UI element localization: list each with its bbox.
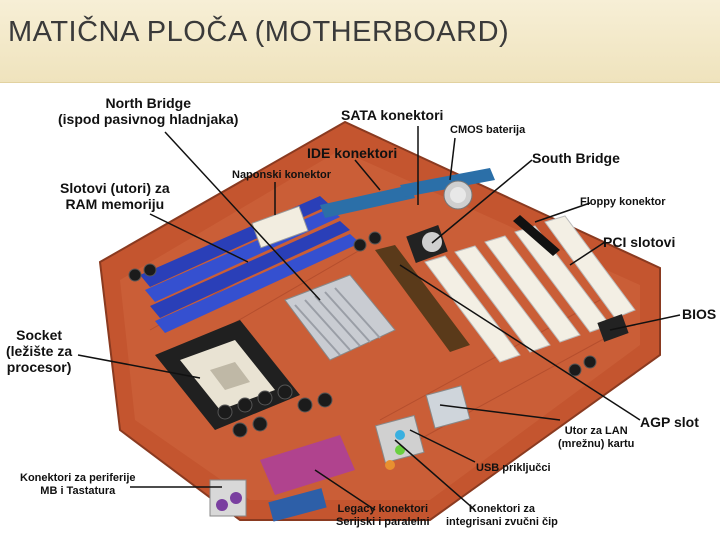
parallel-port — [260, 435, 355, 495]
serial-port — [268, 488, 327, 522]
label-lan: Utor za LAN (mrežnu) kartu — [558, 425, 634, 450]
label-north-bridge-line2: (ispod pasivnog hladnjaka) — [58, 111, 239, 128]
label-slotovi-line2: RAM memoriju — [65, 196, 165, 213]
label-naponski: Naponski konektor — [232, 169, 332, 181]
motherboard-photo — [77, 120, 681, 522]
label-periferije-line1: Konektori za periferije — [20, 472, 136, 484]
lan-port — [425, 385, 471, 429]
label-socket-line2: (ležište za — [6, 343, 73, 360]
label-socket-line3: procesor) — [6, 359, 72, 376]
label-zvucni: Konektori za integrisani zvučni čip — [446, 503, 558, 528]
label-cmos: CMOS baterija — [450, 124, 526, 136]
agp-slot — [375, 245, 470, 352]
ide-connectors — [320, 185, 415, 218]
slide-title: MATIČNA PLOČA (MOTHERBOARD) — [8, 16, 510, 48]
label-sata: SATA konektori — [341, 107, 444, 123]
label-north-bridge: North Bridge (ispod pasivnog hladnjaka) — [58, 95, 238, 127]
label-usb: USB priključci — [476, 462, 551, 474]
title-bar: MATIČNA PLOČA (MOTHERBOARD) — [0, 0, 720, 83]
label-north-bridge-line1: North Bridge — [105, 95, 192, 111]
label-lan-line1: Utor za LAN — [564, 425, 628, 437]
label-slotovi: Slotovi (utori) za RAM memoriju — [60, 180, 170, 212]
label-zvucni-line1: Konektori za — [468, 503, 535, 515]
label-south-bridge: South Bridge — [532, 150, 620, 166]
audio-jack-1 — [395, 430, 405, 440]
bios-chip — [597, 314, 629, 342]
label-ide: IDE konektori — [307, 145, 398, 161]
audio-jack-3 — [385, 460, 395, 470]
label-lan-line2: (mrežnu) kartu — [558, 437, 635, 450]
north-bridge-heatsink — [284, 274, 396, 361]
label-pci: PCI slotovi — [603, 234, 676, 250]
label-legacy-line2: Serijski i paralelni — [336, 515, 430, 528]
label-bios: BIOS — [682, 306, 717, 322]
label-zvucni-line2: integrisani zvučni čip — [446, 515, 558, 528]
label-socket: Socket (ležište za procesor) — [6, 327, 72, 375]
label-periferije: Konektori za periferije MB i Tastatura — [20, 472, 136, 497]
label-floppy: Floppy konektor — [580, 196, 666, 208]
label-socket-line1: Socket — [16, 327, 63, 343]
label-slotovi-line1: Slotovi (utori) za — [60, 180, 170, 196]
pci-slots — [424, 215, 636, 363]
label-agp: AGP slot — [640, 414, 699, 430]
label-legacy: Legacy konektori Serijski i paralelni — [336, 503, 430, 528]
floppy-connector — [513, 215, 560, 256]
label-legacy-line1: Legacy konektori — [337, 503, 429, 515]
label-periferije-line2: MB i Tastatura — [40, 484, 116, 497]
rear-io-panel — [209, 385, 471, 522]
